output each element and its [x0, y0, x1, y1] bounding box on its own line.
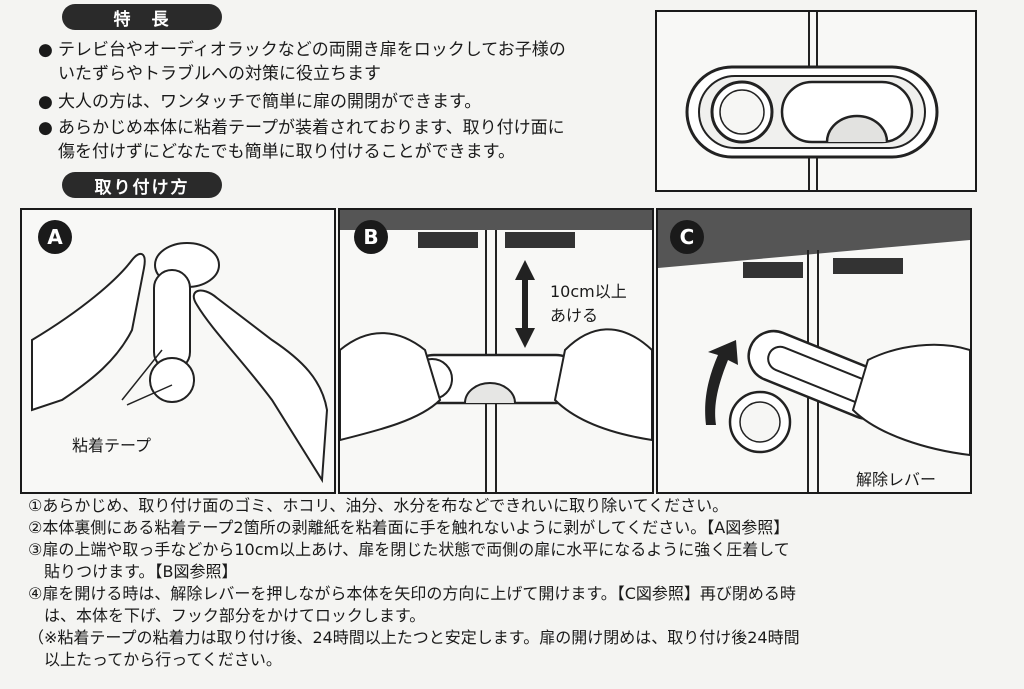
step-line: （※粘着テープの粘着力は取り付け後、24時間以上たつと安定します。扉の開け閉めは…: [28, 628, 800, 647]
step-line: 以上たってから行ってください。: [28, 650, 282, 669]
features-heading: 特 長: [62, 4, 222, 30]
instruction-steps: ①あらかじめ、取り付け面のゴミ、ホコリ、油分、水分を布などできれいに取り除いてく…: [28, 495, 1018, 671]
adhesive-tape-caption: 粘着テープ: [70, 432, 154, 456]
step-line: ③扉の上端や取っ手などから10cm以上あけ、扉を閉じた状態で両側の扉に水平になる…: [28, 540, 790, 559]
bullet-icon: ●: [38, 118, 53, 138]
step-line: は、本体を下げ、フック部分をかけてロックします。: [28, 606, 426, 625]
step-line: 貼りつけます。【B図参照】: [28, 562, 238, 581]
release-lever-caption: 解除レバー: [854, 466, 939, 490]
feature-item-1: ● テレビ台やオーディオラックなどの両開き扉をロックしてお子様の いたずらやトラ…: [38, 38, 566, 86]
feature-line: いたずらやトラブルへの対策に役立ちます: [58, 64, 381, 84]
panel-c: C 解除レバー: [656, 208, 972, 494]
product-lock-drawing: [685, 12, 939, 190]
panel-c-label: C: [670, 220, 704, 254]
step-line: ④扉を開ける時は、解除レバーを押しながら本体を矢印の方向に上げて開けます。【C図…: [28, 584, 796, 603]
feature-item-3: ● あらかじめ本体に粘着テープが装着されております、取り付け面に 傷を付けずにど…: [38, 116, 565, 164]
bullet-icon: ●: [38, 92, 53, 112]
hands-peeling-tape-drawing: [31, 242, 329, 484]
feature-line: あらかじめ本体に粘着テープが装着されております、取り付け面に: [58, 118, 565, 138]
panel-a-label: A: [38, 220, 72, 254]
install-heading: 取り付け方: [62, 172, 222, 198]
gap-caption-line2: あける: [548, 302, 601, 326]
feature-line: テレビ台やオーディオラックなどの両開き扉をロックしてお子様の: [58, 40, 566, 60]
panel-b: B 10cm以上 あける: [338, 208, 654, 494]
panel-b-label: B: [354, 220, 388, 254]
installing-lock-drawing: [340, 210, 652, 492]
feature-item-2: ● 大人の方は、ワンタッチで簡単に扉の開閉ができます。: [38, 90, 481, 114]
gap-caption-line1: 10cm以上: [548, 278, 629, 302]
panel-a: A 粘着テープ: [20, 208, 336, 494]
releasing-lock-drawing: [658, 210, 970, 492]
step-line: ①あらかじめ、取り付け面のゴミ、ホコリ、油分、水分を布などできれいに取り除いてく…: [28, 496, 729, 515]
feature-line: 大人の方は、ワンタッチで簡単に扉の開閉ができます。: [58, 92, 482, 112]
bullet-icon: ●: [38, 40, 53, 60]
product-illustration: [655, 10, 977, 192]
feature-line: 傷を付けずにどなたでも簡単に取り付けることができます。: [58, 142, 515, 162]
step-line: ②本体裏側にある粘着テープ2箇所の剥離紙を粘着面に手を触れないように剥がしてくだ…: [28, 518, 790, 537]
